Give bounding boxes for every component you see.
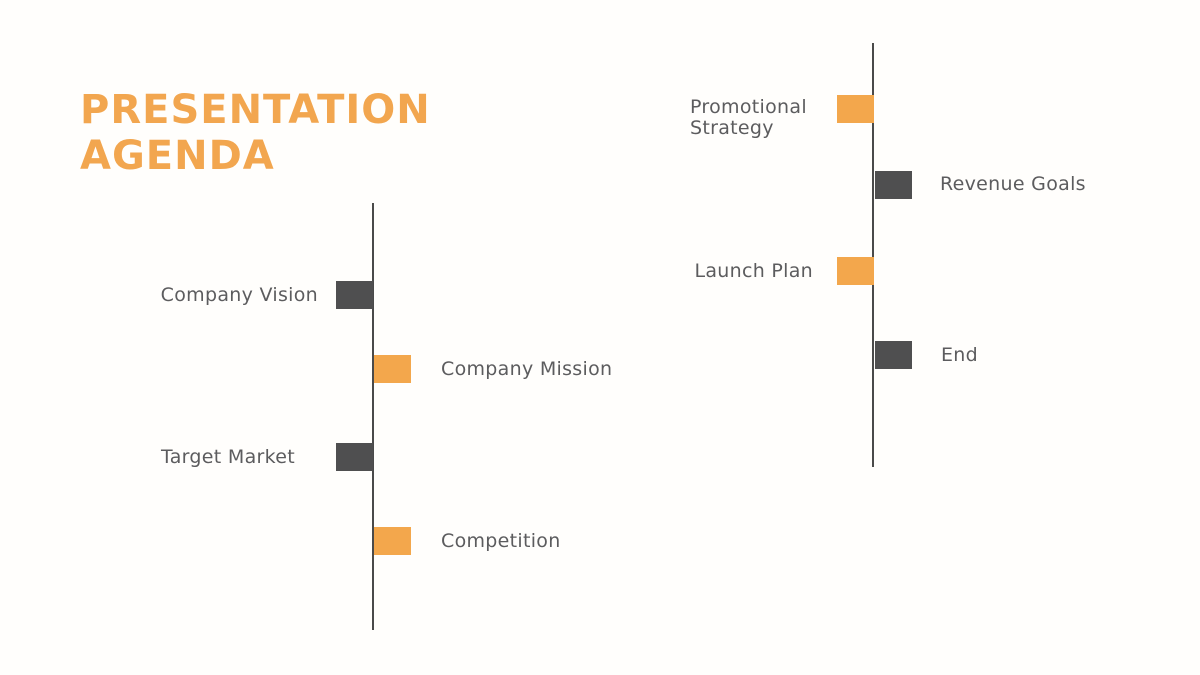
timeline-label-company-mission: Company Mission <box>441 358 613 380</box>
timeline-label-competition: Competition <box>441 530 561 552</box>
page-title-line-2: AGENDA <box>80 133 275 179</box>
timeline-axis-right <box>872 43 874 467</box>
timeline-marker-target-market <box>336 443 373 471</box>
timeline-label-end: End <box>941 344 979 366</box>
timeline-label-promotional-strategy: Promotional Strategy <box>690 96 807 139</box>
timeline-marker-end <box>875 341 912 369</box>
timeline-label-revenue-goals: Revenue Goals <box>940 173 1086 195</box>
page-title-line-1: PRESENTATION <box>80 87 431 133</box>
timeline-marker-company-mission <box>374 355 411 383</box>
timeline-marker-competition <box>374 527 411 555</box>
timeline-marker-company-vision <box>336 281 373 309</box>
timeline-label-company-vision: Company Vision <box>160 284 318 306</box>
timeline-marker-revenue-goals <box>875 171 912 199</box>
timeline-axis-left <box>372 203 374 630</box>
timeline-label-target-market: Target Market <box>160 446 295 468</box>
timeline-label-launch-plan: Launch Plan <box>694 260 813 282</box>
page-title: PRESENTATION AGENDA <box>80 87 431 179</box>
timeline-marker-launch-plan <box>837 257 874 285</box>
timeline-marker-promotional-strategy <box>837 95 874 123</box>
